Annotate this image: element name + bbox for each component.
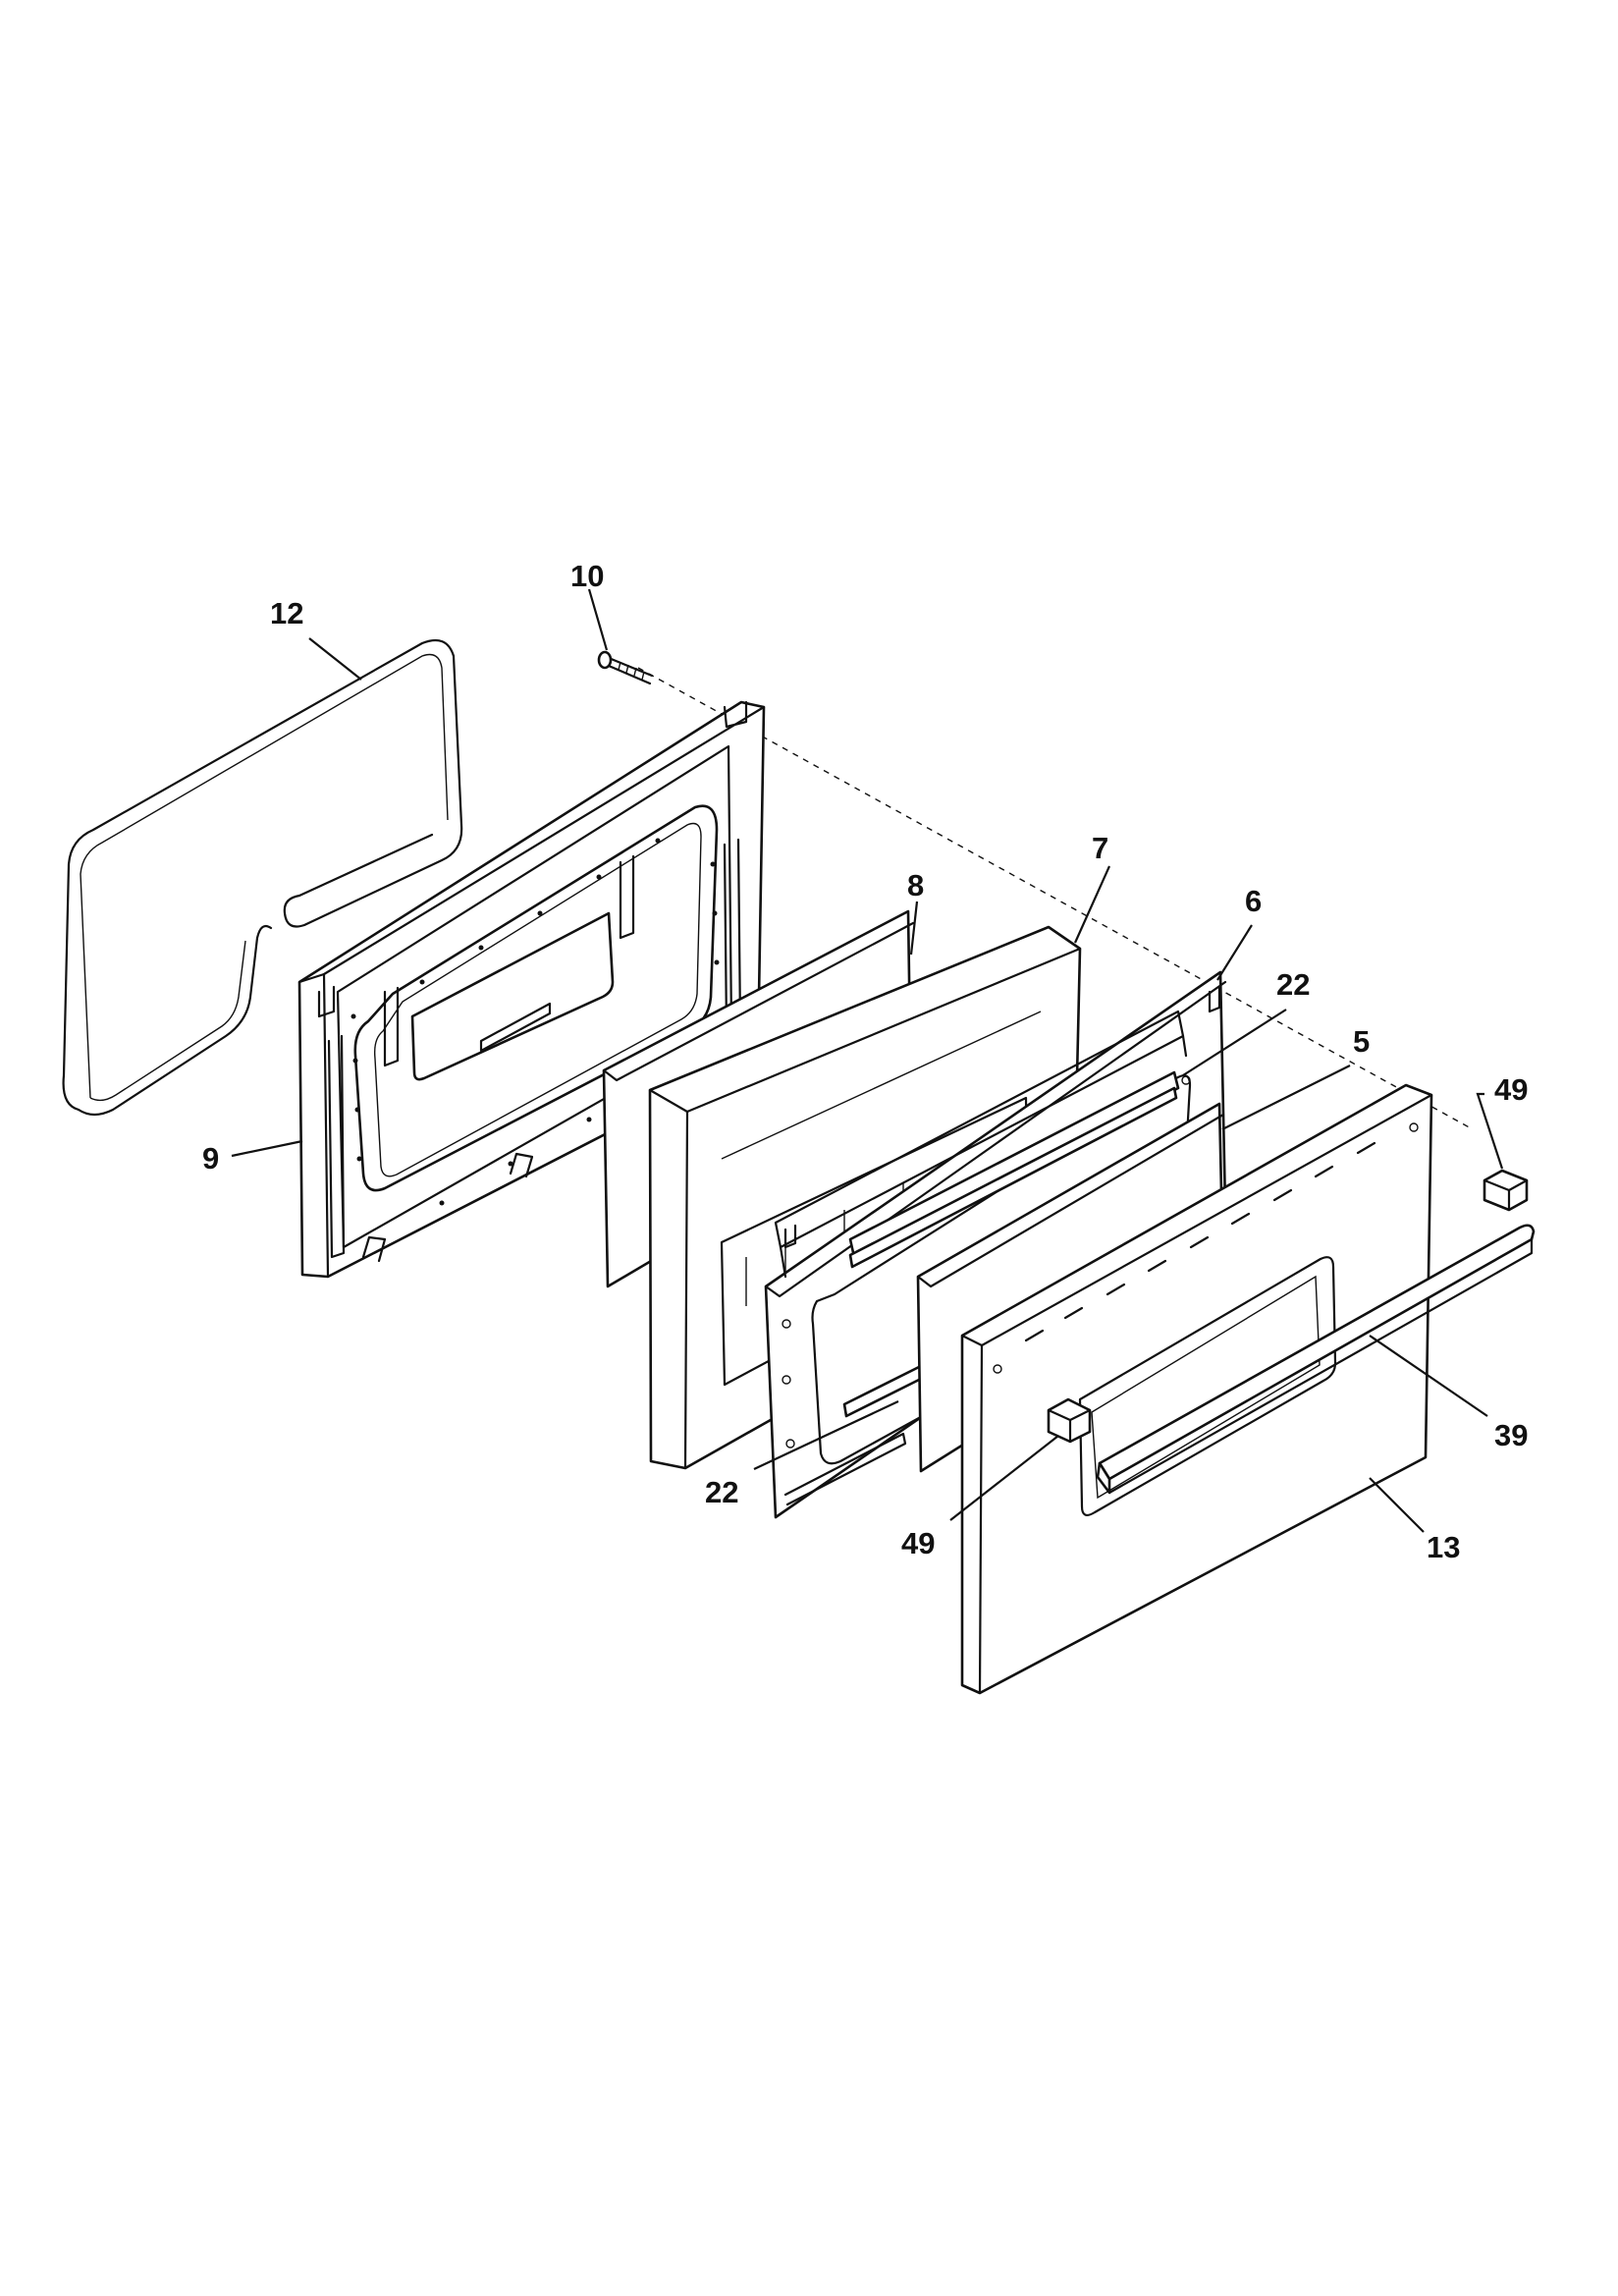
callout-39: 39: [1494, 1418, 1528, 1452]
callout-leaders: [231, 588, 1504, 1533]
callout-49-right: 49: [1494, 1072, 1528, 1107]
callout-12: 12: [270, 596, 303, 630]
callout-labels: 10 12 9 8 7 6 22 5 49 39 22 49 13: [202, 559, 1528, 1564]
callout-22-top: 22: [1276, 967, 1310, 1002]
callout-9: 9: [202, 1141, 219, 1175]
part-13-outer-door-panel: [960, 1083, 1433, 1695]
vent-slots: [1024, 1141, 1376, 1342]
callout-10: 10: [570, 559, 604, 593]
callout-5: 5: [1353, 1024, 1370, 1059]
assembly-axis-lines: [637, 667, 1474, 1253]
callout-22-bottom: 22: [705, 1475, 738, 1509]
part-9-inner-door-frame: [297, 700, 766, 1279]
callout-7: 7: [1092, 831, 1108, 865]
part-49-handle-end-cap-right: [1483, 1169, 1529, 1212]
part-10-screw: [597, 650, 654, 685]
part-49-handle-end-cap-left: [1047, 1397, 1092, 1444]
callout-8: 8: [907, 868, 924, 902]
part-39-door-handle: [1096, 1224, 1536, 1495]
callout-49-bottom: 49: [901, 1526, 935, 1560]
part-12-door-gasket: [62, 638, 463, 1117]
callout-13: 13: [1427, 1530, 1460, 1564]
callout-6: 6: [1245, 884, 1262, 918]
